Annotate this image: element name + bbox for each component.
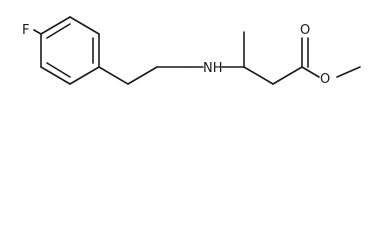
structure-canvas: F NH O O: [0, 0, 392, 108]
fluorine-atom-label: F: [22, 23, 29, 38]
benzene-ring: [40, 16, 100, 85]
ester-bond: [336, 66, 361, 78]
ring-bond: [69, 66, 100, 85]
ring-double-bond: [46, 62, 71, 78]
ring-bond: [40, 16, 71, 35]
ester-oxygen-label: O: [320, 72, 330, 87]
c-f-bond: [33, 29, 42, 35]
ethyl-bond: [127, 66, 158, 85]
ring-bond: [69, 16, 100, 35]
ring-bond: [40, 66, 71, 85]
molecule-diagram: F NH O O: [22, 16, 361, 87]
ester-bond: [301, 66, 320, 78]
chain-bond: [272, 66, 303, 85]
ethyl-bond: [98, 66, 129, 85]
ring-double-bond: [46, 23, 71, 39]
amine-atom-label: NH: [203, 61, 223, 76]
chain-bond: [243, 66, 274, 85]
carbonyl-oxygen-label: O: [300, 23, 310, 38]
